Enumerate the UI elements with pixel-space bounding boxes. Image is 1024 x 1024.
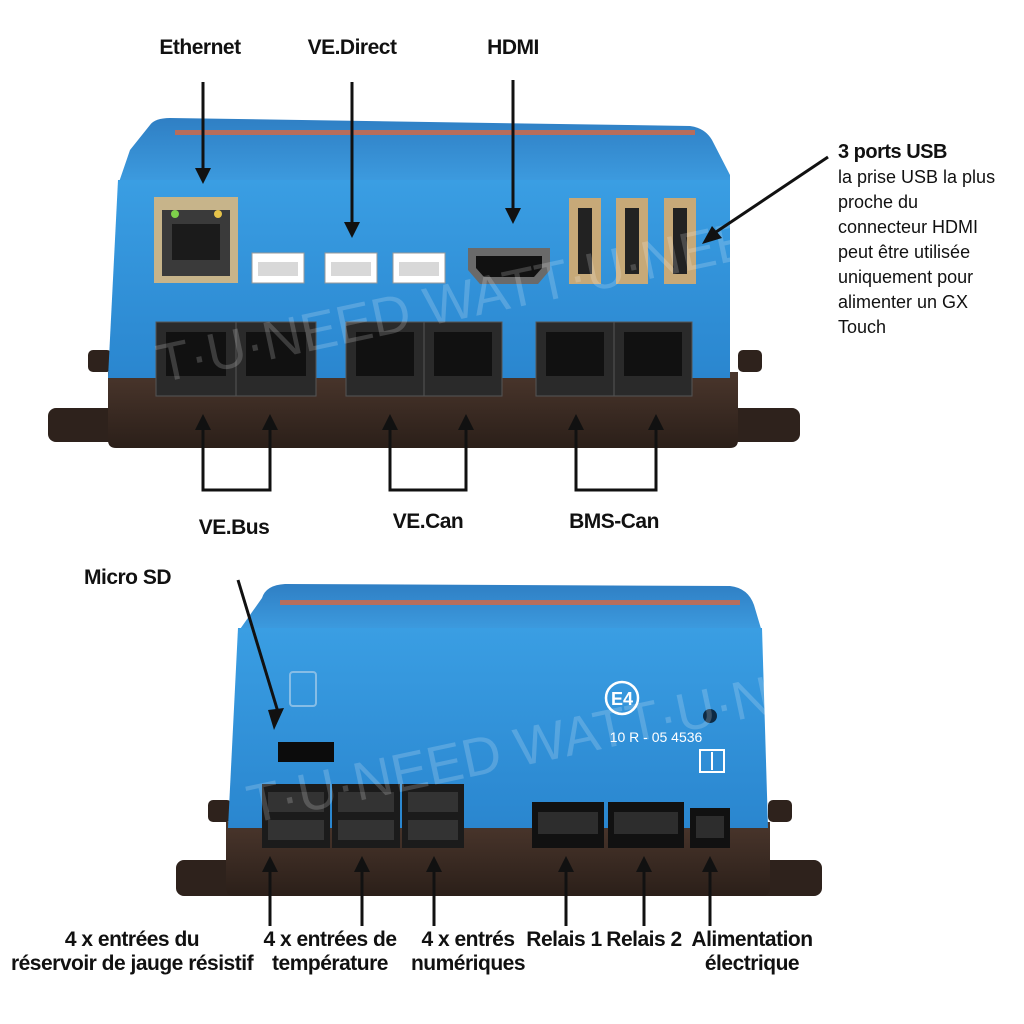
hdmi-port <box>468 248 550 284</box>
e-mark: E4 <box>604 680 640 716</box>
usb-note-line: proche du <box>838 192 919 212</box>
digital-inputs-terminal <box>402 784 464 848</box>
vecan-ports <box>345 321 503 397</box>
label-relay1: Relais 1 <box>526 928 602 951</box>
label-vebus: VE.Bus <box>198 516 270 539</box>
label-relay2: Relais 2 <box>606 928 682 951</box>
usb-note-line: uniquement pour <box>838 267 974 287</box>
label-hdmi: HDMI <box>487 36 539 59</box>
usb-note-title: 3 ports USB <box>838 141 947 163</box>
microsd-slot <box>278 671 334 762</box>
top-device <box>48 118 800 448</box>
mount-foot-right <box>728 408 800 442</box>
usb-note-line: alimenter un GX <box>838 292 969 312</box>
relay2-terminal <box>608 802 684 848</box>
manual-icon <box>699 749 725 773</box>
usb-ports <box>569 198 696 284</box>
vedirect-ports <box>251 252 446 284</box>
temperature-inputs-terminal <box>332 784 400 848</box>
usb-note: 3 ports USB la prise USB la plus proche … <box>838 140 1018 340</box>
bottom-lid-stripe <box>280 600 740 605</box>
usb-note-line: connecteur HDMI <box>838 217 979 237</box>
bottom-device: E4 10 R - 05 4536 <box>176 584 822 896</box>
bottom-device-lid <box>238 584 762 632</box>
label-ethernet: Ethernet <box>159 36 241 59</box>
vebus-ports <box>155 321 317 397</box>
ethernet-port <box>154 197 238 283</box>
status-led <box>703 709 717 723</box>
label-vecan: VE.Can <box>392 510 464 533</box>
relay1-terminal <box>532 802 604 848</box>
label-vedirect: VE.Direct <box>307 36 397 59</box>
usb-note-line: Touch <box>838 317 887 337</box>
svg-text:E4: E4 <box>611 689 633 709</box>
bottom-device-front <box>228 628 768 828</box>
label-bmscan: BMS-Can <box>569 510 659 533</box>
callout-lines <box>195 80 829 926</box>
label-microsd: Micro SD <box>84 566 172 589</box>
top-device-lid <box>118 118 730 185</box>
tank-inputs-terminal <box>262 784 330 848</box>
bmscan-ports <box>535 321 693 397</box>
lid-stripe <box>175 130 695 135</box>
usb-note-line: peut être utilisée <box>838 242 971 262</box>
usb-note-line: la prise USB la plus <box>838 167 996 187</box>
approval-number: 10 R - 05 4536 <box>610 729 703 745</box>
power-terminal <box>690 808 730 848</box>
